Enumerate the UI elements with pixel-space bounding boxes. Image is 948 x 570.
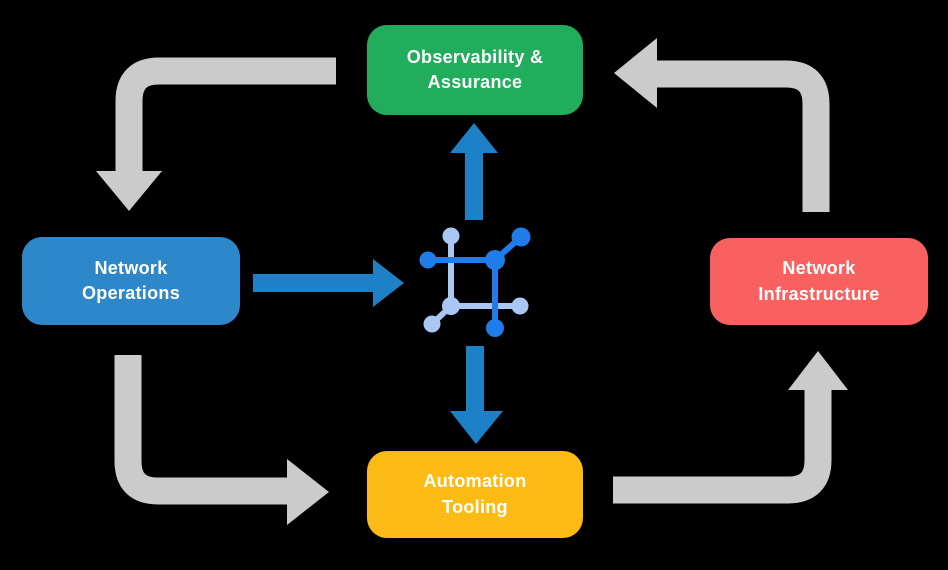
arrow-observability-to-operations	[96, 57, 336, 211]
arrow-shaft	[253, 274, 373, 292]
arrow-head	[373, 259, 404, 307]
network-icon-dark-part	[419, 227, 531, 337]
network-nodes-icon	[419, 227, 531, 337]
arrow-head	[614, 38, 657, 108]
node-label-network-operations: Network Operations	[81, 257, 181, 303]
node-label-observability-assurance: Observability & Assurance	[406, 46, 544, 92]
arrow-shaft	[465, 152, 483, 220]
arrow-operations-to-center	[253, 259, 404, 307]
node-automation-tooling: Automation Tooling	[367, 451, 583, 538]
arrow-shaft	[115, 57, 336, 172]
arrow-center-to-automation	[450, 346, 503, 444]
arrow-head	[450, 123, 498, 153]
node-observability-assurance: Observability & Assurance	[367, 25, 583, 115]
arrow-head	[450, 411, 503, 444]
arrow-operations-to-automation	[114, 355, 329, 525]
arrow-shaft	[613, 389, 832, 504]
arrow-shaft	[656, 60, 830, 212]
node-network-operations: Network Operations	[22, 237, 240, 325]
arrow-head	[287, 459, 329, 525]
arrow-shaft	[466, 346, 484, 412]
node-label-automation-tooling: Automation Tooling	[423, 471, 527, 517]
arrow-infrastructure-to-observability	[614, 38, 830, 212]
node-network-infrastructure: Network Infrastructure	[710, 238, 928, 325]
arrow-head	[96, 171, 162, 211]
arrow-shaft	[114, 355, 288, 505]
arrow-center-to-observability	[450, 123, 498, 220]
arrow-automation-to-infrastructure	[613, 351, 848, 504]
arrow-head	[788, 351, 848, 390]
network-icon-light-part	[423, 227, 529, 333]
node-label-network-infrastructure: Network Infrastructure	[758, 258, 880, 304]
